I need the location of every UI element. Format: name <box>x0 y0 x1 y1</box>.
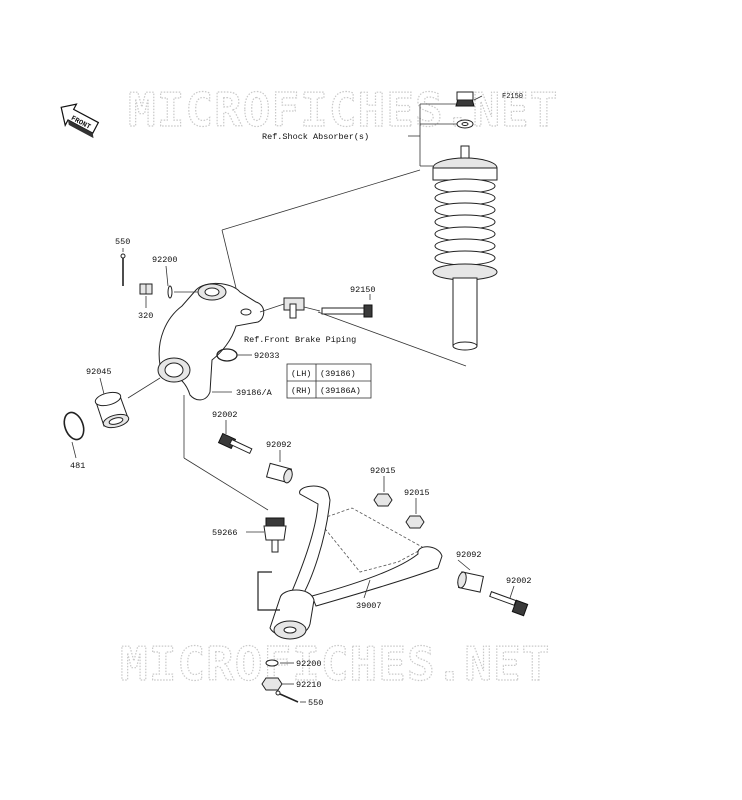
cotter-pin-550-top <box>120 253 126 286</box>
shock-absorber <box>432 91 498 351</box>
label-92015-b: 92015 <box>404 488 430 498</box>
label-f2150: F2150 <box>502 93 523 101</box>
bushing-92092-bottom <box>457 571 485 593</box>
circlip-92033 <box>216 348 238 362</box>
label-92045: 92045 <box>86 367 112 377</box>
label-39007: 39007 <box>356 601 382 611</box>
label-92002-bottom: 92002 <box>506 576 532 586</box>
label-59266: 59266 <box>212 528 238 538</box>
label-92015-a: 92015 <box>370 466 396 476</box>
cotter-pin-550-bottom <box>275 690 299 703</box>
label-92200-bottom: 92200 <box>296 659 322 669</box>
watermark-top: MICROFICHES.NET <box>128 83 558 137</box>
label-92092-top: 92092 <box>266 440 292 450</box>
label-320: 320 <box>138 311 153 321</box>
label-39186a: 39186/A <box>236 388 273 398</box>
nut-92210 <box>261 677 283 691</box>
side-table-row-rh-side: (RH) <box>291 386 311 396</box>
lower-a-arm-39007 <box>257 485 443 640</box>
label-92150: 92150 <box>350 285 376 295</box>
steering-knuckle <box>157 283 265 401</box>
side-table <box>286 363 372 399</box>
label-481: 481 <box>70 461 85 471</box>
ball-joint-59266 <box>263 517 287 553</box>
brake-bracket <box>283 297 305 319</box>
snap-ring-481 <box>63 411 85 441</box>
label-92092-bottom: 92092 <box>456 550 482 560</box>
side-table-row-lh-part: (39186) <box>320 369 356 379</box>
ref-shock-absorber: Ref.Shock Absorber(s) <box>262 132 369 142</box>
washer-92200-bottom <box>265 659 279 667</box>
label-550-top: 550 <box>115 237 130 247</box>
side-table-row-lh-side: (LH) <box>291 369 311 379</box>
watermark-bottom: MICROFICHES.NET <box>120 637 550 691</box>
label-92002-top: 92002 <box>212 410 238 420</box>
bolt-92002-bottom <box>489 591 529 617</box>
nut-92015-a <box>373 493 393 507</box>
pin-92200-top <box>167 285 173 299</box>
nut-92015-b <box>405 515 425 529</box>
side-table-row-rh-part: (39186A) <box>320 386 361 396</box>
label-550-bottom: 550 <box>308 698 323 708</box>
shock-callout-lines <box>408 95 483 167</box>
assembly-guide-lines <box>183 169 467 511</box>
label-92210: 92210 <box>296 680 322 690</box>
bolt-92150 <box>321 304 373 318</box>
bolt-92002-top <box>217 432 253 455</box>
bushing-92092-top <box>265 462 293 484</box>
nut-320 <box>139 283 153 295</box>
ref-front-brake-piping: Ref.Front Brake Piping <box>244 335 356 345</box>
bearing-92045 <box>94 391 130 429</box>
label-92200-top: 92200 <box>152 255 178 265</box>
label-92033: 92033 <box>254 351 280 361</box>
front-arrow-icon: FRONT <box>60 103 100 139</box>
